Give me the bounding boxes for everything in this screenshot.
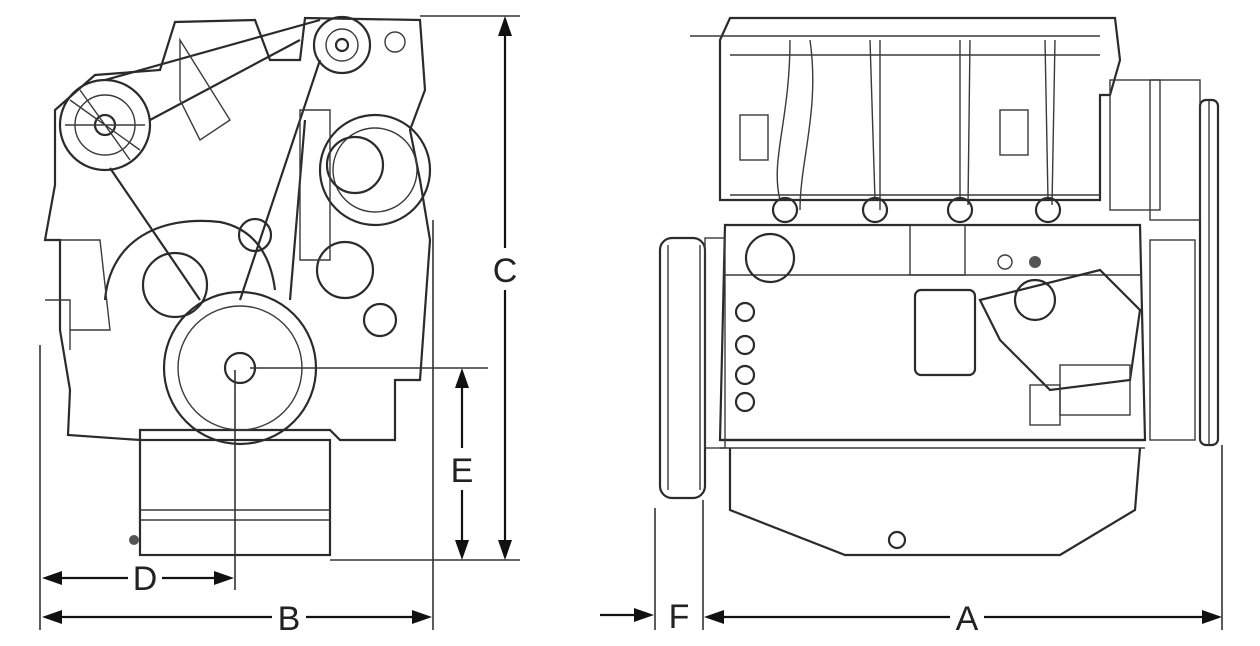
dimension-c: C [490,16,520,560]
dimension-b: B [42,598,432,638]
dimension-d: D [42,558,234,598]
label-d: D [133,560,158,598]
label-e: E [451,452,474,490]
dimension-f: F [600,596,694,636]
engine-front-view [43,15,432,557]
engine-side-view [658,16,1220,557]
label-c: C [493,252,518,290]
label-b: B [278,600,301,638]
dimension-a: A [704,598,1222,638]
label-a: A [956,600,979,638]
extension-lines [39,15,1223,630]
label-f: F [669,598,690,636]
dimension-e: E [447,368,477,560]
